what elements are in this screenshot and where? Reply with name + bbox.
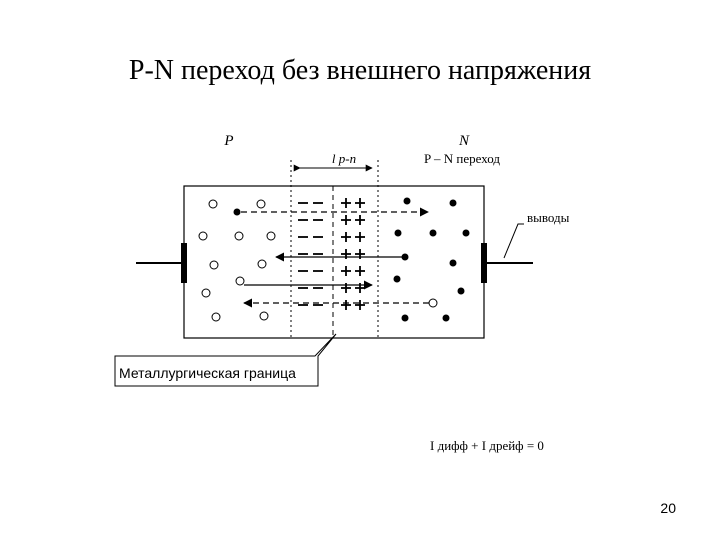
electron: [442, 314, 450, 322]
boundary-label: Металлургическая граница: [119, 365, 296, 381]
electron: [394, 229, 402, 237]
plus-sign: [341, 215, 351, 225]
hole: [259, 311, 269, 321]
positive-ions: [341, 198, 365, 310]
electron: [457, 287, 465, 295]
electron: [449, 199, 457, 207]
current-balance-formula: I дифф + I дрейф = 0: [430, 438, 544, 453]
boundary-callout-shape: [114, 333, 337, 387]
hole: [208, 199, 218, 209]
electron: [449, 259, 457, 267]
electron: [462, 229, 470, 237]
hole: [201, 288, 211, 298]
hole: [209, 260, 219, 270]
plus-sign: [341, 266, 351, 276]
plus-sign: [355, 198, 365, 208]
plus-sign: [355, 215, 365, 225]
slide-title: P-N переход без внешнего напряжения: [129, 55, 591, 86]
negative-ions: [298, 202, 323, 306]
semiconductor-body: [183, 185, 485, 339]
p-region-label: P: [223, 133, 233, 149]
hole: [234, 231, 244, 241]
terminals-label: выводы: [527, 210, 570, 225]
terminals-callout-line: [503, 223, 524, 259]
left-terminal: [136, 243, 187, 283]
plus-sign: [341, 300, 351, 310]
plus-sign: [341, 198, 351, 208]
drift-electron-arrow: [275, 252, 409, 262]
electrons-n-region: [393, 197, 470, 322]
junction-label: P – N переход: [424, 151, 500, 166]
plus-sign: [355, 266, 365, 276]
n-region-label: N: [458, 133, 470, 149]
hole: [211, 312, 221, 322]
hole: [198, 231, 208, 241]
hole: [257, 259, 267, 269]
holes-p-region: [198, 199, 276, 322]
electron: [393, 275, 401, 283]
plus-sign: [341, 232, 351, 242]
junction-width-label: l p-n: [332, 151, 356, 166]
electron: [403, 197, 411, 205]
plus-sign: [355, 300, 365, 310]
hole: [266, 231, 276, 241]
hole: [256, 199, 266, 209]
page-number: 20: [660, 500, 676, 516]
diffusion-hole-arrow: [243, 298, 438, 308]
right-terminal: [481, 243, 533, 283]
plus-sign: [355, 232, 365, 242]
electron: [401, 314, 409, 322]
electron: [429, 229, 437, 237]
hole: [235, 276, 245, 286]
diffusion-electron-arrow: [233, 207, 429, 217]
